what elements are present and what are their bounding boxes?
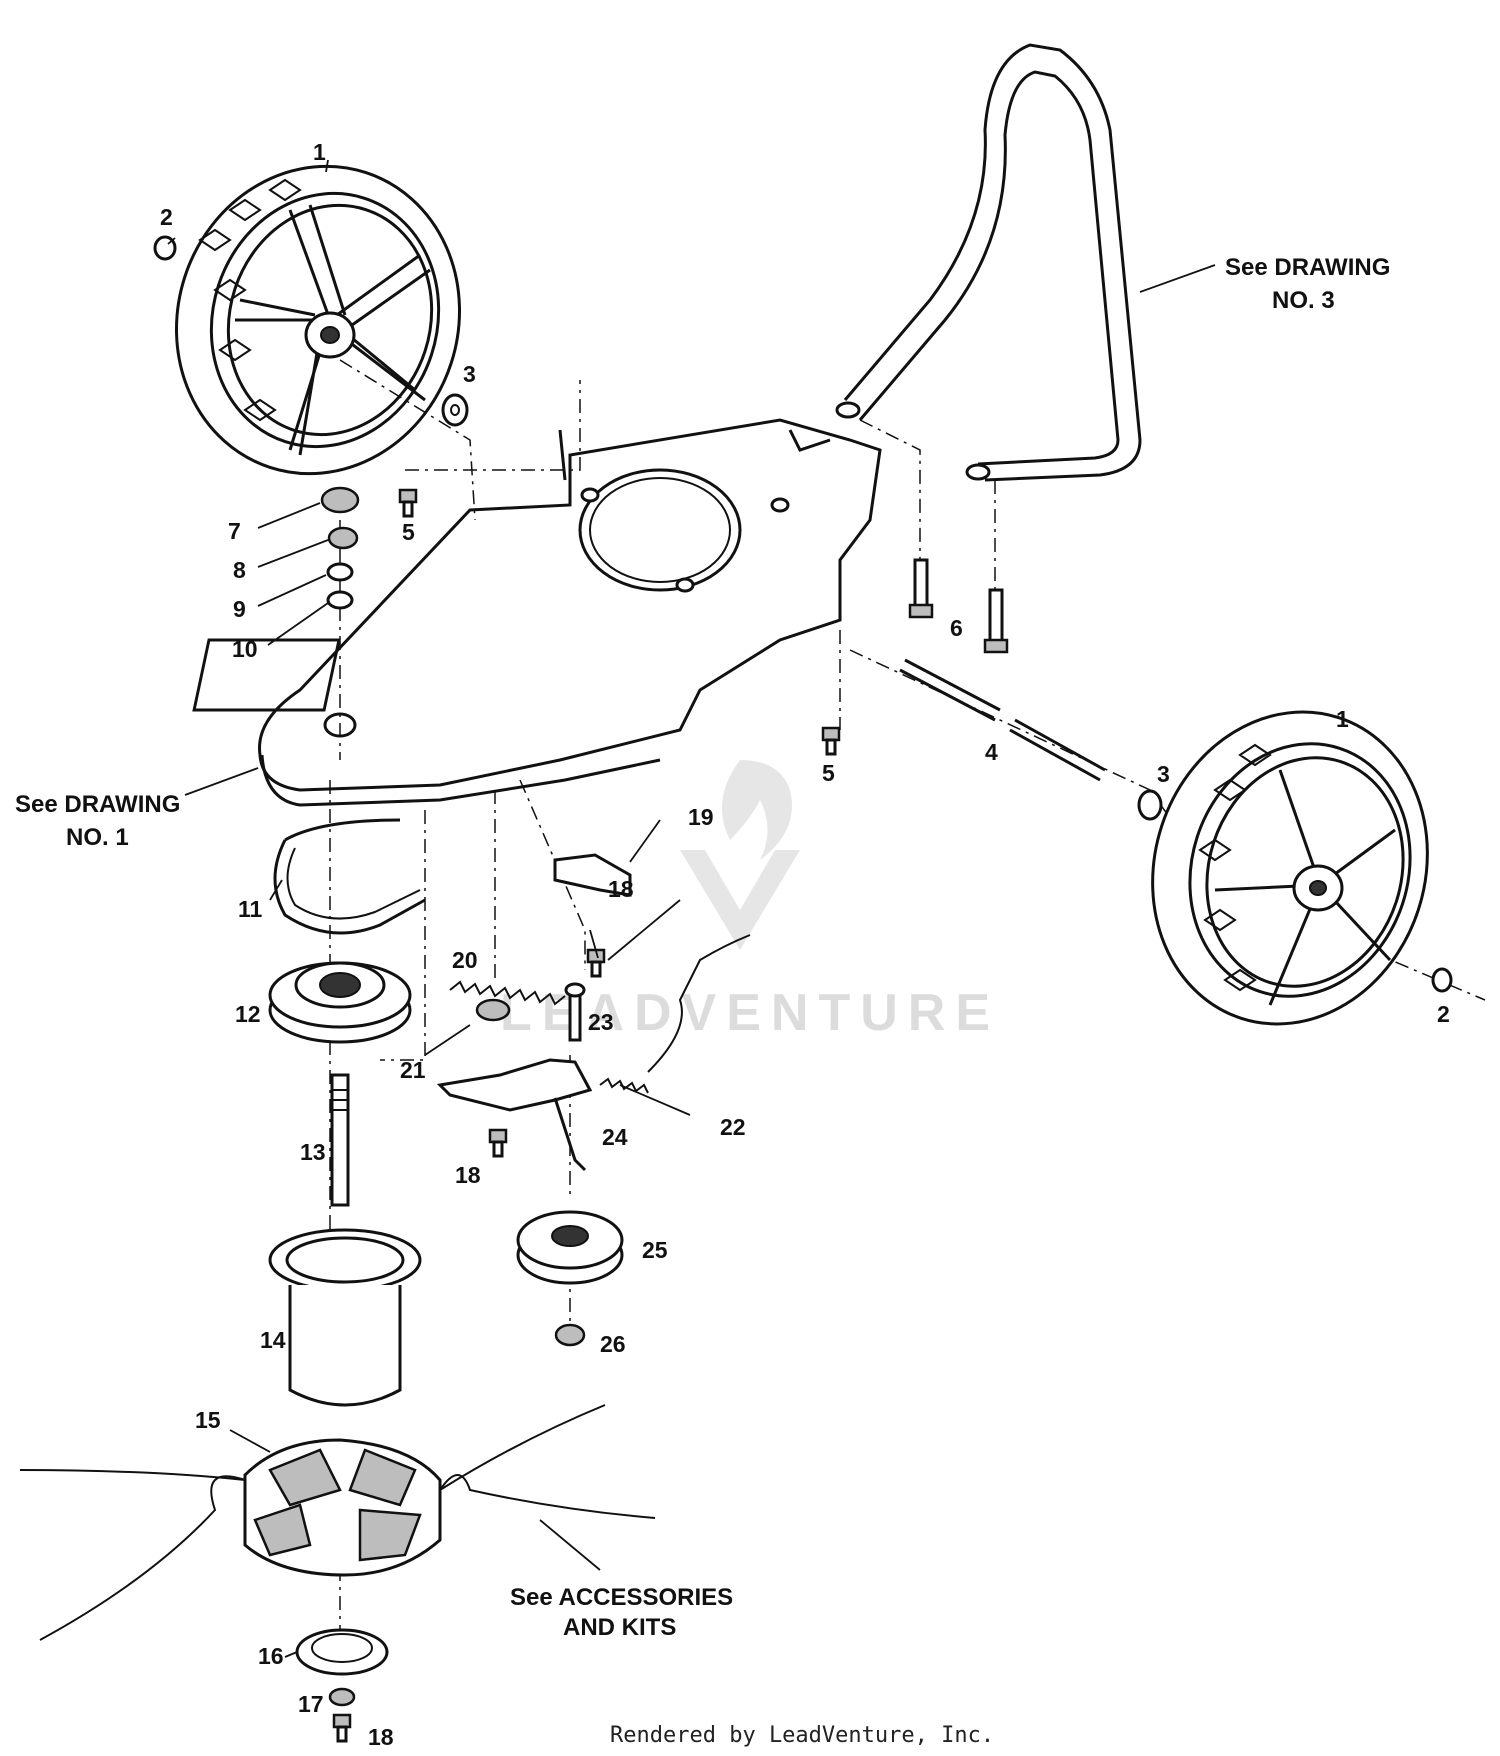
part-number-21: 21 xyxy=(400,1057,426,1083)
belt-11 xyxy=(273,818,426,935)
idler-arm-24 xyxy=(436,1058,593,1172)
bolt-18a xyxy=(586,948,606,978)
note-accessories-line2: AND KITS xyxy=(563,1614,676,1641)
idler-pulley-25 xyxy=(516,1210,624,1285)
spring-20 xyxy=(449,980,566,1006)
bolt-18b xyxy=(488,1128,508,1158)
part-number-18-upper: 18 xyxy=(608,876,634,902)
housing-14 xyxy=(268,1228,422,1407)
part-number-25: 25 xyxy=(642,1237,668,1263)
part-number-20: 20 xyxy=(452,947,478,973)
part-number-18-bottom: 18 xyxy=(368,1724,394,1750)
nut-8 xyxy=(327,526,359,550)
bolt-5b xyxy=(821,726,841,756)
cover-16 xyxy=(295,1628,389,1676)
washer-9 xyxy=(326,562,354,582)
label-leaders xyxy=(167,159,691,1658)
cap-7 xyxy=(320,486,360,514)
wheel-right xyxy=(1151,710,1429,1026)
note-drawing-1-line2: NO. 1 xyxy=(66,824,129,851)
part-number-6: 6 xyxy=(950,615,963,641)
deck-assembly xyxy=(192,418,882,807)
part-number-14: 14 xyxy=(260,1327,286,1353)
nut-26 xyxy=(554,1323,586,1347)
part-number-26: 26 xyxy=(600,1331,626,1357)
note-drawing-3: See DRAWING NO. 3 xyxy=(1139,254,1390,314)
axle-rods xyxy=(899,658,1106,782)
note-accessories: See ACCESSORIES AND KITS xyxy=(510,1519,733,1641)
pulley-12 xyxy=(268,961,412,1044)
part-number-3-left: 3 xyxy=(463,361,476,387)
pin-23 xyxy=(564,982,586,1042)
part-number-11: 11 xyxy=(238,896,263,922)
part-number-12: 12 xyxy=(235,1001,261,1027)
washer-21 xyxy=(475,998,511,1022)
part-number-labels: 1 1 2 2 3 3 4 5 5 6 7 8 9 10 11 12 13 14… xyxy=(160,139,1450,1750)
part-number-4: 4 xyxy=(985,739,998,765)
note-drawing-1: See DRAWING NO. 1 xyxy=(15,767,259,851)
handle-assembly xyxy=(835,43,1142,482)
note-drawing-1-line1: See DRAWING xyxy=(15,791,180,818)
part-number-5a: 5 xyxy=(402,519,415,545)
bolt-18c xyxy=(332,1713,352,1743)
part-number-13: 13 xyxy=(300,1139,326,1165)
part-number-16: 16 xyxy=(258,1643,284,1669)
part-number-19: 19 xyxy=(688,804,714,830)
part-number-1-right: 1 xyxy=(1336,706,1349,732)
bolt-6b xyxy=(983,588,1009,654)
washer-right xyxy=(1137,789,1163,821)
washer-17 xyxy=(328,1687,356,1707)
part-number-8: 8 xyxy=(233,557,246,583)
trimmer-head-15 xyxy=(19,1404,656,1641)
part-number-9: 9 xyxy=(233,596,246,622)
part-number-24: 24 xyxy=(602,1124,628,1150)
washer-10 xyxy=(326,590,354,610)
part-number-23: 23 xyxy=(588,1009,614,1035)
bolt-6a xyxy=(908,558,934,619)
note-accessories-line1: See ACCESSORIES xyxy=(510,1584,733,1611)
part-number-2-left: 2 xyxy=(160,204,173,230)
part-number-5b: 5 xyxy=(822,760,835,786)
spring-22 xyxy=(599,934,751,1094)
part-number-1-left: 1 xyxy=(313,139,326,165)
part-number-2-right: 2 xyxy=(1437,1001,1450,1027)
part-number-17: 17 xyxy=(298,1691,324,1717)
part-number-10: 10 xyxy=(232,636,258,662)
shaft-13 xyxy=(330,1073,350,1207)
clip-right xyxy=(1431,967,1453,993)
bracket-19 xyxy=(553,853,632,897)
part-number-18-lower: 18 xyxy=(455,1162,481,1188)
part-number-15: 15 xyxy=(195,1407,221,1433)
part-number-3-right: 3 xyxy=(1157,761,1170,787)
note-drawing-3-line1: See DRAWING xyxy=(1225,254,1390,281)
bolt-5a xyxy=(398,488,418,518)
part-number-22: 22 xyxy=(720,1114,746,1140)
rendered-by-footer: Rendered by LeadVenture, Inc. xyxy=(610,1723,994,1748)
wheel-left xyxy=(174,164,462,476)
part-number-7: 7 xyxy=(228,518,241,544)
note-drawing-3-line2: NO. 3 xyxy=(1272,287,1335,314)
washer-left xyxy=(441,393,469,427)
